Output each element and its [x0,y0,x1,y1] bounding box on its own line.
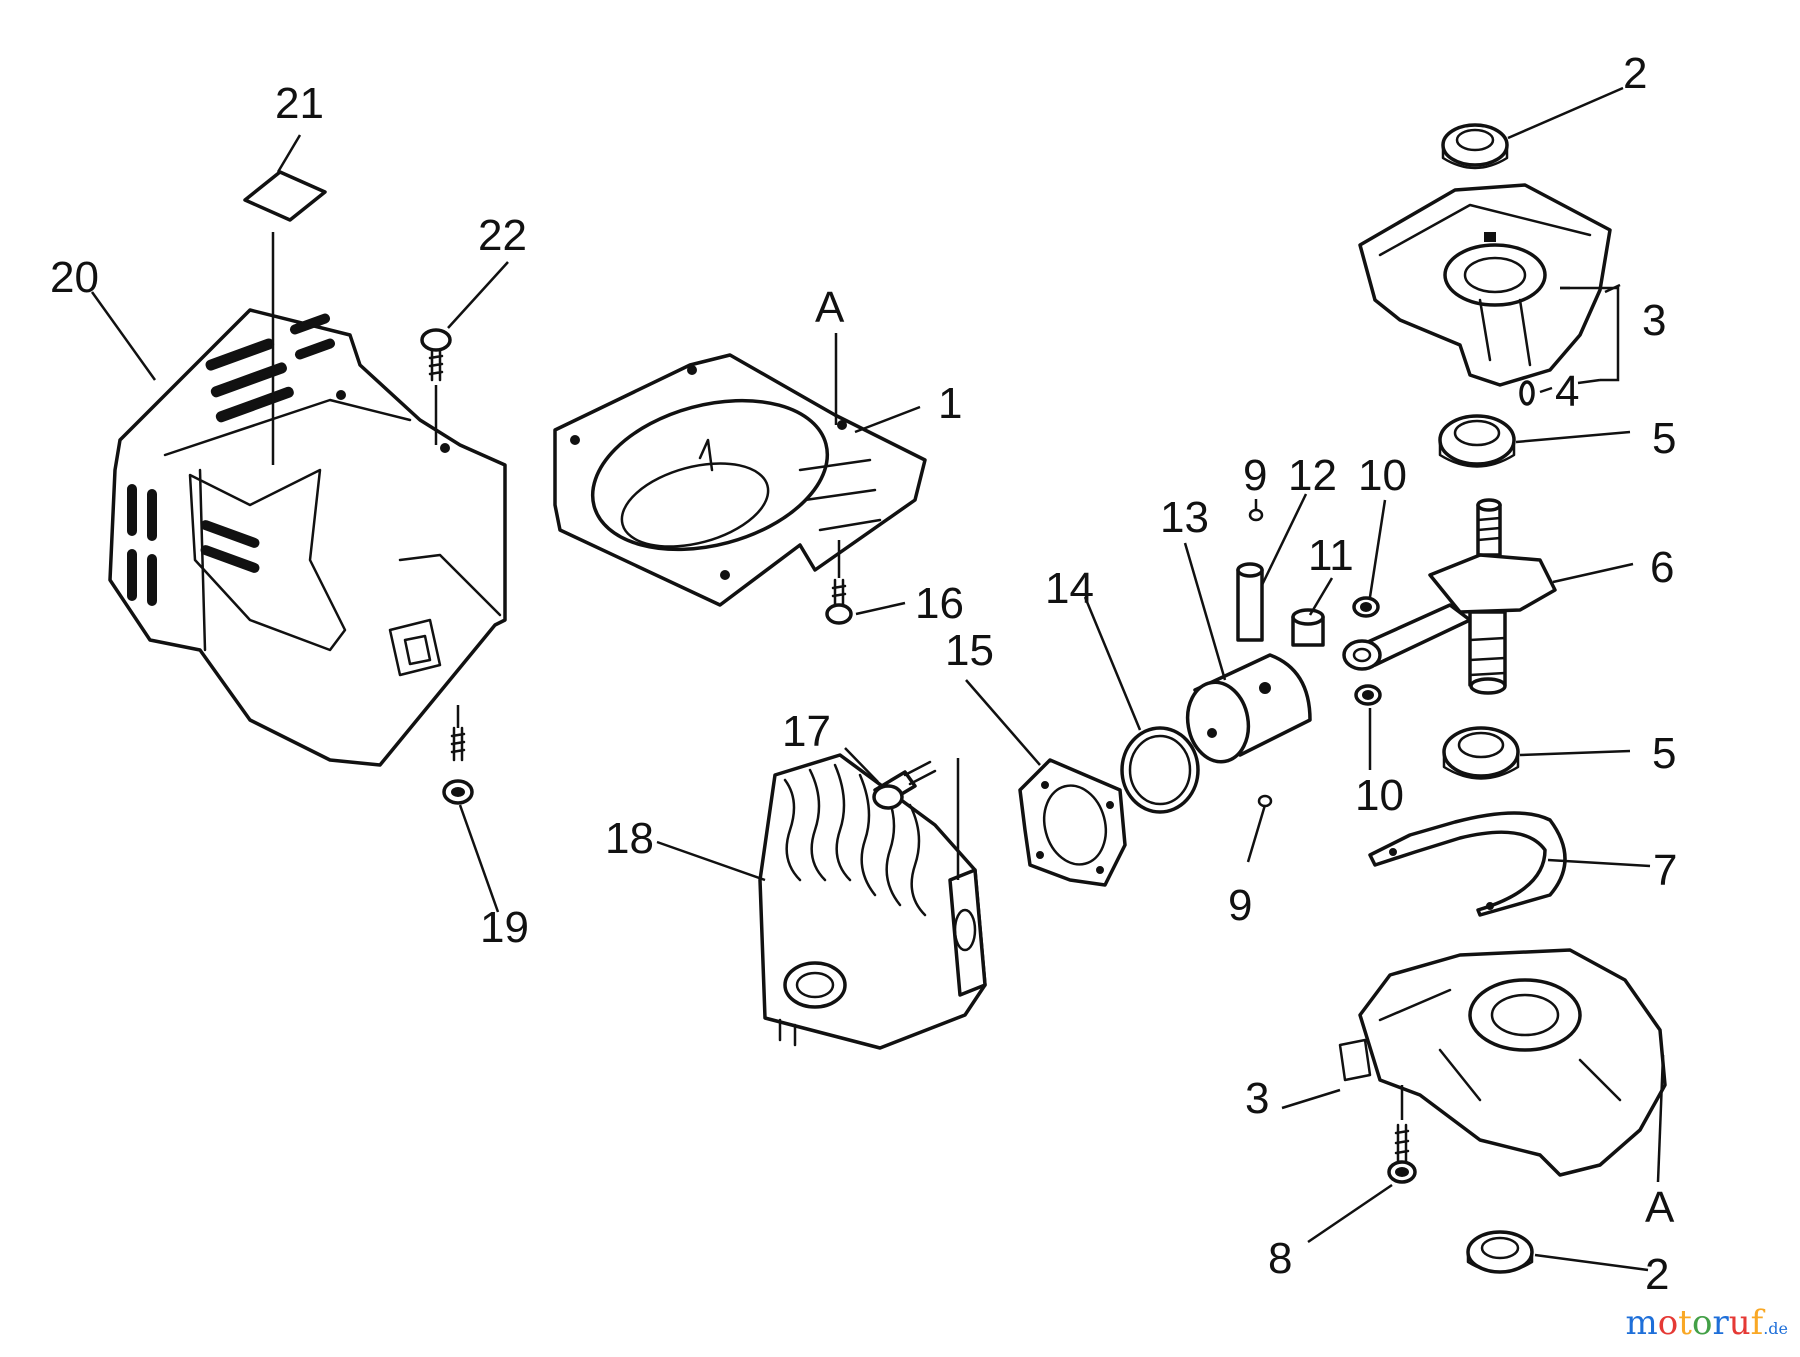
part-20-engine-cover [108,308,507,767]
part-10-washer-top [1352,596,1380,618]
callout-21: 21 [275,79,324,128]
callout-15: 15 [945,626,994,675]
callout-5-top: 5 [1652,414,1676,463]
part-12-piston-pin [1236,562,1264,642]
reference-a-top: A [815,283,845,332]
callout-10-top: 10 [1358,451,1407,500]
part-22-screw [420,328,452,382]
callout-17: 17 [782,707,831,756]
callout-9-top: 9 [1243,451,1267,500]
callout-12: 12 [1288,451,1337,500]
part-8-screw [1387,1123,1417,1184]
watermark-logo: motoruf.de [1626,1303,1788,1343]
watermark-main: motoruf [1625,1303,1764,1343]
part-13-piston [1185,653,1312,764]
part-14-piston-ring [1120,726,1200,814]
part-14-piston-ring-inner [1128,734,1192,806]
part-3-crankcase-upper [1358,183,1612,387]
part-1-fan-housing [553,353,927,607]
part-5-bearing-top [1438,414,1516,468]
callout-14: 14 [1045,564,1094,613]
callout-2-top: 2 [1623,49,1647,98]
callout-11: 11 [1308,531,1354,580]
part-11-needle-bearing [1291,608,1325,647]
callout-labels: 1 2 2 3 3 4 5 5 6 7 8 9 9 10 10 11 12 13… [50,49,1677,1299]
callout-4: 4 [1555,367,1579,416]
part-21-label [243,170,327,222]
callout-5-bottom: 5 [1652,729,1676,778]
callout-6: 6 [1650,543,1674,592]
callout-18: 18 [605,814,654,863]
callout-3-top: 3 [1642,296,1666,345]
callout-3-bottom: 3 [1245,1074,1269,1123]
callout-20: 20 [50,253,99,302]
reference-a-bottom: A [1645,1183,1675,1232]
part-5-bearing-bottom [1442,726,1520,780]
part-7-shield [1368,811,1567,917]
part-16-screw [825,578,853,625]
part-2-seal-top [1441,123,1509,170]
part-2-seal-bottom [1466,1230,1534,1274]
callout-9-bottom: 9 [1228,881,1252,930]
callout-1: 1 [938,379,962,428]
callout-22: 22 [478,211,527,260]
part-15-gasket [1018,758,1127,887]
watermark-suffix: .de [1763,1319,1788,1338]
callout-7: 7 [1653,846,1677,895]
callout-2-bottom: 2 [1645,1250,1669,1299]
part-9-circlip-top [1248,508,1264,522]
part-9-circlip-bottom [1257,794,1273,808]
part-19-screw [442,726,474,805]
part-17-spark-plug [872,760,937,810]
callout-16: 16 [915,579,964,628]
leader-lines [90,86,1665,1272]
callout-13: 13 [1160,493,1209,542]
part-18-cylinder [758,753,987,1050]
part-6-crankshaft [1342,498,1557,695]
part-3-crankcase-lower [1338,948,1667,1177]
callout-19: 19 [480,903,529,952]
part-4-dowel-pin [1519,380,1535,406]
callout-10-bottom: 10 [1355,771,1404,820]
callout-8: 8 [1268,1234,1292,1283]
part-10-washer-bottom [1354,684,1382,706]
